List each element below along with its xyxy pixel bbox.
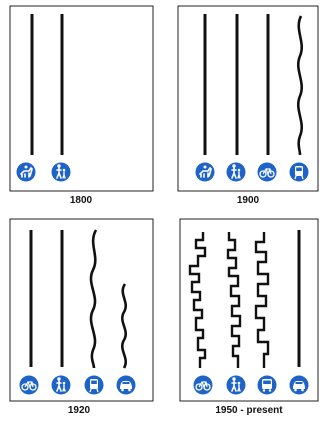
pedestrians-icon [226,162,246,182]
panel-caption: 1920 [68,405,91,416]
zigzag-path [188,232,207,368]
bicycle-icon [193,375,213,395]
bicycle-icon [257,162,277,182]
wavy-path [297,15,304,156]
wavy-path [89,229,98,369]
panel-frame [9,218,154,402]
tram-icon [289,162,309,182]
panel-1920: 1920 [9,218,154,416]
car-icon [116,375,136,395]
panel-1950-present: 1950 - present [179,218,319,416]
bus-icon [257,375,277,395]
pedestrians-icon [226,375,246,395]
panel-frame [9,5,154,192]
zigzag-path [254,232,270,368]
panel-1900: 1900 [177,5,319,206]
panel-caption: 1900 [237,195,260,206]
pedestrians-icon [51,162,71,182]
panel-caption: 1950 - present [215,405,283,416]
panel-frame [177,5,319,192]
zigzag-path [226,232,242,368]
panel-caption: 1800 [70,195,93,206]
horse-rider-icon [195,162,215,182]
horse-rider-icon [16,162,36,182]
pedestrians-icon [51,375,71,395]
bicycle-icon [19,375,39,395]
tram-icon [84,375,104,395]
car-icon [289,375,309,395]
panel-1800: 1800 [9,5,154,206]
wavy-path [121,283,128,369]
